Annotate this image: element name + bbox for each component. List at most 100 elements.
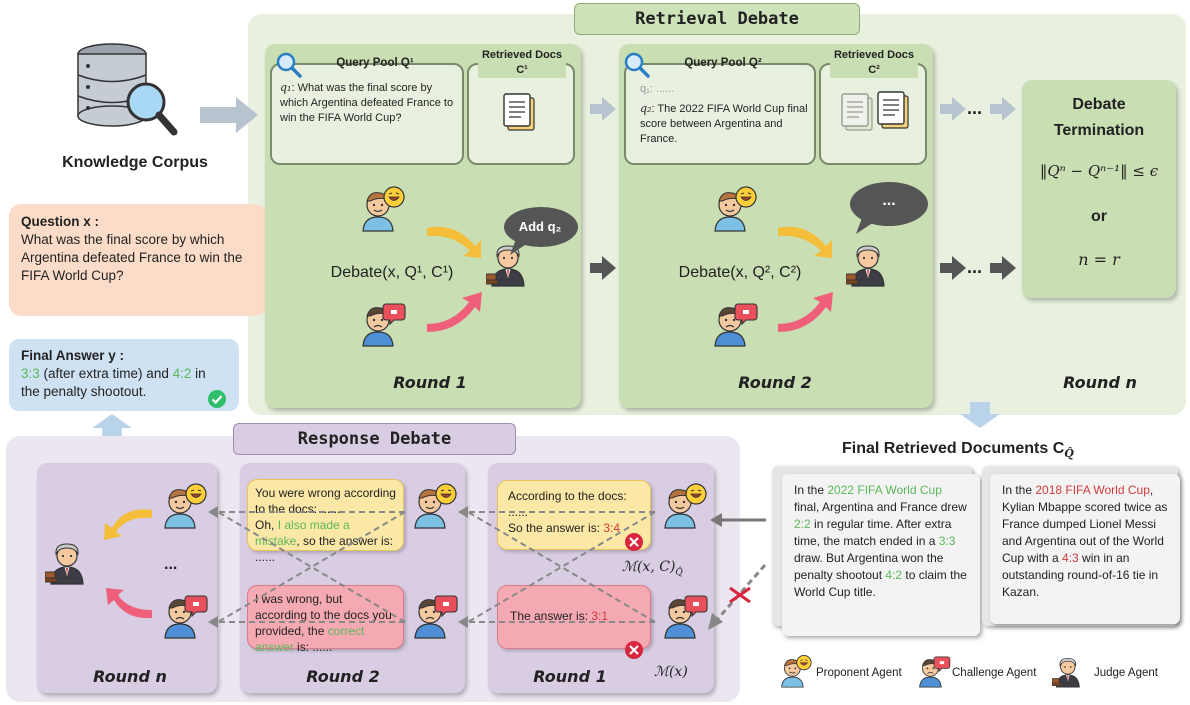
response1-red-score: 3:1 — [591, 609, 609, 623]
final-docs-down-arrow — [960, 402, 1000, 428]
search-icon — [624, 52, 650, 78]
cross-icon — [625, 641, 643, 659]
question-label: Question x : — [21, 214, 100, 229]
response2-red-hl: correct answer — [255, 624, 365, 654]
corpus-arrow — [200, 97, 258, 133]
roundn-ellipsis: ... — [164, 556, 178, 573]
answer-text: 3:3 (after extra time) and 4:2 in the pe… — [21, 365, 227, 401]
doc-card-1: In the 2022 FIFA World Cup final, Argent… — [782, 474, 980, 636]
round-2-label: Round 2 — [738, 373, 812, 392]
response-round-1-label: Round 1 — [533, 667, 607, 686]
document-faded-icon — [841, 93, 873, 131]
ellipsis-top: ... — [967, 98, 983, 118]
response2-yellow-2: Oh, — [255, 518, 278, 532]
model-label-with-docs: ℳ(x, C)Q̂ — [622, 558, 683, 578]
speech-bubble-text-1: Add q₂ — [518, 219, 562, 234]
retrieved-docs-2-title: Retrieved Docs C² — [830, 48, 918, 78]
retrieved-docs-2 — [819, 63, 927, 165]
response-round-n-label: Round n — [93, 667, 167, 686]
doc1-t4: to claim the World Cup title. — [794, 568, 967, 599]
speech-bubble — [504, 207, 578, 255]
doc2-t1: , Kylian Mbappe scored twice as France d… — [1002, 483, 1168, 565]
debate-termination-card — [1022, 80, 1176, 298]
doc1-score-2: 3:3 — [938, 534, 956, 548]
doc2-score-1: 4:3 — [1062, 551, 1079, 565]
final-docs-title: Final Retrieved Documents CQ̂ — [842, 440, 1142, 460]
dashed-connections — [208, 506, 767, 630]
retrieved-docs-1-title: Retrieved Docs C¹ — [478, 48, 566, 78]
ellipsis-mid: ... — [967, 257, 983, 277]
response2-yellow-hl: I also made a mistake — [255, 518, 350, 548]
answer-score-1: 3:3 — [21, 366, 40, 381]
round-arrow-top-3 — [990, 97, 1016, 121]
round-arrow-mid-2 — [940, 256, 966, 280]
final-answer-box: Final Answer y : 3:3 (after extra time) … — [9, 339, 239, 411]
response1-yellow-2: So the answer is: — [508, 521, 604, 535]
termination-title: Debate Termination — [1053, 96, 1145, 139]
doc1-highlight: 2022 FIFA World Cup — [827, 483, 942, 497]
proponent-agent-icon — [362, 186, 405, 232]
debate-label-2: Debate(x, Q², C²) — [678, 264, 802, 281]
legend-proponent-icon — [781, 655, 812, 688]
document-icon — [877, 91, 909, 129]
doc2-t2: win in an outstanding round-of-16 tie in… — [1002, 551, 1159, 599]
document-icon — [503, 93, 535, 131]
speech-bubble-text-2: ... — [882, 192, 896, 209]
model-label-1: ℳ(x, C) — [622, 559, 676, 575]
doc-card-2: In the 2018 FIFA World Cup, Kylian Mbapp… — [990, 474, 1180, 624]
response-round-2-label: Round 2 — [306, 667, 380, 686]
doc1-t3: draw. But Argentina won the penalty shoo… — [794, 551, 944, 582]
response2-yellow-3: , so the answer is: ...... — [255, 534, 394, 564]
pink-curved-arrow — [427, 292, 482, 332]
judge-agent-icon — [846, 245, 885, 287]
yellow-curved-arrow — [778, 226, 832, 258]
challenge-agent-icon — [362, 303, 406, 347]
speech-bubble — [850, 182, 928, 234]
query-pool-1 — [270, 63, 464, 165]
response1-red-1: The answer is: — [510, 609, 592, 623]
round-arrow-top-2 — [940, 97, 966, 121]
retrieval-debate-title: Retrieval Debate — [574, 3, 860, 35]
answer-score-2: 4:2 — [172, 366, 192, 381]
query-pool-2 — [624, 63, 816, 165]
yellow-curved-arrow — [104, 509, 152, 540]
doc1-t0: In the — [794, 483, 828, 497]
challenge-agent-icon — [714, 303, 758, 347]
answer-text-1: (after extra time) and — [39, 366, 173, 381]
response1-yellow-score: 3:4 — [603, 521, 621, 535]
legend-judge-icon — [1052, 657, 1080, 688]
query-q1-faded: q₁: ...... — [640, 83, 675, 95]
doc1-score-1: 2:2 — [794, 517, 811, 531]
query-q1-label: q₁ — [280, 81, 292, 94]
query-q2-text: q₂: The 2022 FIFA World Cup final score … — [640, 101, 810, 147]
query-q2-body: : The 2022 FIFA World Cup final score be… — [640, 103, 808, 145]
question-text: What was the final score by which Argent… — [21, 232, 243, 283]
round-arrow-top-1 — [590, 97, 616, 121]
search-icon — [276, 52, 302, 78]
answer-text-2: in the penalty shootout. — [21, 366, 206, 399]
round-n-label: Round n — [1063, 373, 1137, 392]
proponent-agent-icon — [714, 186, 757, 232]
model-label-2: ℳ(x) — [654, 664, 688, 680]
question-box: Question x : What was the final score by… — [9, 204, 267, 316]
response2-red-2: is: ...... — [293, 640, 333, 654]
termination-formula: ‖Qⁿ − Qⁿ⁻¹‖ ≤ ϵ — [1039, 162, 1159, 180]
yellow-curved-arrow — [427, 226, 481, 258]
legend-challenge-icon — [919, 656, 951, 688]
round-arrow-mid-1 — [590, 256, 616, 280]
legend-judge-label: Judge Agent — [1094, 667, 1158, 679]
cross-icon — [625, 533, 643, 551]
round-1-label: Round 1 — [393, 373, 467, 392]
query-q1-body: : What was the final score by which Arge… — [280, 82, 454, 124]
response1-red-bubble: The answer is: 3:1 — [497, 585, 651, 649]
response-debate-title: Response Debate — [233, 423, 516, 455]
doc1-t2: in regular time. After extra time, the m… — [794, 517, 952, 548]
pink-curved-arrow — [778, 292, 833, 332]
query-q1-text: q₁: What was the final score by which Ar… — [280, 80, 458, 126]
answer-label: Final Answer y : — [21, 348, 125, 363]
termination-formula-2: n = r — [1078, 250, 1120, 269]
termination-or: or — [1091, 208, 1107, 225]
final-docs-title-text: Final Retrieved Documents C — [842, 440, 1065, 457]
doc2-highlight: 2018 FIFA World Cup — [1035, 483, 1150, 497]
database-search-icon — [77, 43, 178, 136]
